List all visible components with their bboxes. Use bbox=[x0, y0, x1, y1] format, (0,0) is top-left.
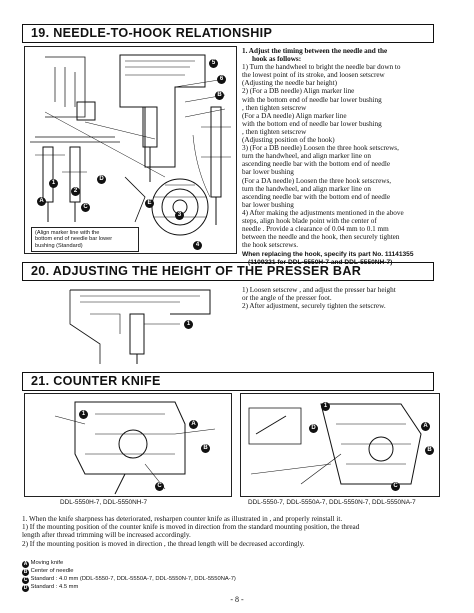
label-circle-b: B bbox=[425, 446, 434, 455]
label-circle-3: 3 bbox=[175, 211, 184, 220]
section-21-instructions: 1. When the knife sharpness has deterior… bbox=[22, 515, 360, 548]
label-circle-2: 2 bbox=[71, 187, 80, 196]
section-20-heading: 20. ADJUSTING THE HEIGHT OF THE PRESSER … bbox=[22, 262, 434, 281]
label-circle-c: C bbox=[155, 482, 164, 491]
label-circle-1: 1 bbox=[49, 179, 58, 188]
label-circle-5: 5 bbox=[209, 59, 218, 68]
presser-bar-drawing bbox=[69, 289, 211, 364]
label-circle-1: 1 bbox=[321, 402, 330, 411]
section-19-heading: 19. NEEDLE-TO-HOOK RELATIONSHIP bbox=[22, 24, 434, 43]
hook-part-note-1: When replacing the hook, specify its par… bbox=[242, 251, 414, 259]
label-circle-c: C bbox=[81, 203, 90, 212]
caption-right: DDL-5550-7, DDL-5550A-7, DDL-5550N-7, DD… bbox=[248, 499, 416, 506]
label-circle-d: D bbox=[309, 424, 318, 433]
section-21-legend: A Moving knife B Center of needle C Stan… bbox=[22, 560, 236, 592]
label-circle-b: B bbox=[215, 91, 224, 100]
label-circle-a: A bbox=[189, 420, 198, 429]
legend-d: D Standard : 4.5 mm bbox=[22, 584, 79, 592]
label-circle-c: C bbox=[391, 482, 400, 491]
legend-a: A Moving knife bbox=[22, 560, 64, 568]
section-21-title: 21. COUNTER KNIFE bbox=[31, 374, 161, 388]
needle-hook-figure: 5 6 B 1 2 A C D E 3 4 (Align marker line… bbox=[24, 46, 237, 254]
counter-knife-right-drawing bbox=[248, 403, 422, 485]
section-19-title: 19. NEEDLE-TO-HOOK RELATIONSHIP bbox=[31, 26, 273, 40]
align-marker-note: (Align marker line with the bottom end o… bbox=[31, 227, 139, 253]
label-circle-b: B bbox=[201, 444, 210, 453]
label-circle-e: E bbox=[145, 199, 154, 208]
counter-knife-figure-right: D 1 A B C bbox=[240, 393, 440, 497]
needle-hook-drawing bbox=[30, 54, 231, 236]
label-circle-a: A bbox=[37, 197, 46, 206]
section-20-instructions: 1) Loosen setscrew , and adjust the pres… bbox=[242, 286, 396, 311]
caption-left: DDL-5550H-7, DDL-5550NH-7 bbox=[60, 499, 148, 506]
label-circle-1: 1 bbox=[79, 410, 88, 419]
label-circle-6: 6 bbox=[217, 75, 226, 84]
presser-bar-figure: 1 bbox=[60, 284, 232, 366]
label-circle-1: 1 bbox=[184, 320, 193, 329]
label-circle-a: A bbox=[421, 422, 430, 431]
legend-c: C Standard : 4.0 mm (DDL-5550-7, DDL-555… bbox=[22, 576, 236, 584]
section-21-heading: 21. COUNTER KNIFE bbox=[22, 372, 434, 391]
label-circle-4: 4 bbox=[193, 241, 202, 250]
legend-b: B Center of needle bbox=[22, 568, 74, 576]
label-circle-d: D bbox=[97, 175, 106, 184]
section-20-title: 20. ADJUSTING THE HEIGHT OF THE PRESSER … bbox=[31, 264, 362, 278]
counter-knife-figure-left: 1 A B C bbox=[24, 393, 232, 497]
page-number: - 8 - bbox=[230, 595, 244, 604]
section-19-instructions: 1. Adjust the timing between the needle … bbox=[242, 47, 442, 268]
